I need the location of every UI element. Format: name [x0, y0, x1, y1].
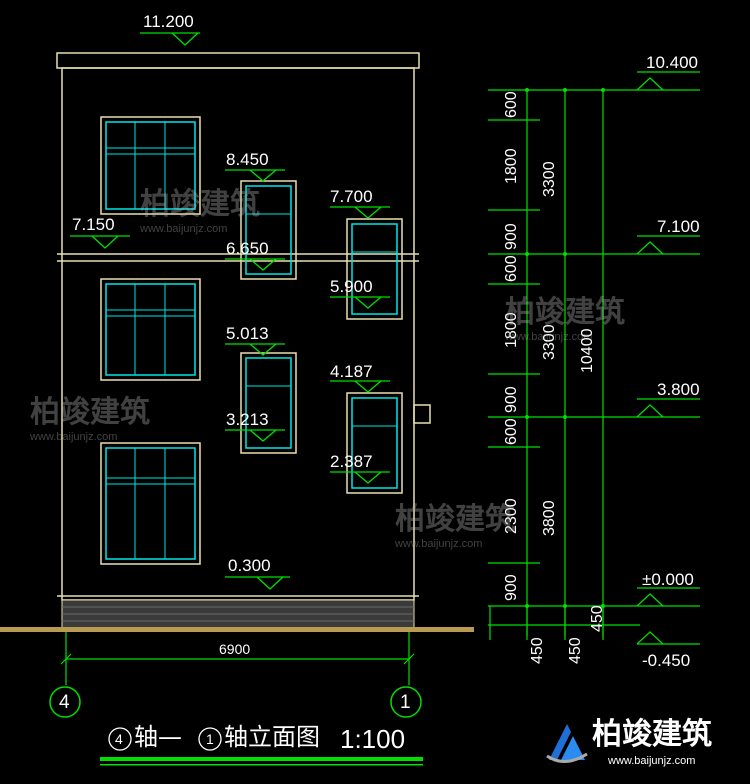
elev-7100: 7.100 [657, 217, 700, 236]
mark-w1-bottom: 6.650 [226, 239, 269, 258]
title-text-2: 轴立面图 [224, 723, 320, 751]
dim-width: 6900 [219, 641, 251, 657]
dim-col1: 1800 [503, 148, 520, 184]
mark-w4-bottom: 2.387 [330, 452, 373, 471]
dim-col1: 1800 [503, 312, 520, 348]
dim-col2: 3300 [541, 324, 558, 360]
dim-bottom: 450 [529, 637, 546, 664]
elev-ground: ±0.000 [642, 570, 694, 589]
dim-col1: 600 [503, 418, 520, 445]
window-small-a [240, 180, 297, 280]
title-axis-circles [108, 727, 222, 751]
title-text-1: 轴— [134, 723, 182, 751]
mark-w3-bottom: 3.213 [226, 410, 269, 429]
elev-top-right: 10.400 [646, 53, 698, 72]
mark-w4-top: 4.187 [330, 362, 373, 381]
dim-col2: 3300 [541, 161, 558, 197]
title-axis-right: 1 [206, 731, 214, 747]
roof-drain [413, 404, 431, 424]
title-underline [100, 757, 423, 766]
elev-outdoor: -0.450 [642, 651, 691, 670]
dim-col1: 900 [503, 386, 520, 413]
axis-circle-left [49, 686, 81, 718]
axis-label-left: 4 [59, 692, 70, 713]
corner-url: www.baijunjz.com [608, 755, 696, 767]
dim-col1: 900 [503, 574, 520, 601]
windows [100, 116, 403, 565]
mark-w2-bottom: 5.900 [330, 277, 373, 296]
window-large-1 [100, 116, 201, 215]
dimension-ticks [525, 88, 605, 608]
mark-w1-top: 8.450 [226, 150, 269, 169]
brick-plinth [61, 599, 415, 629]
elev-3800: 3.800 [657, 380, 700, 399]
dim-col3: 10400 [579, 328, 596, 374]
window-large-2 [100, 278, 201, 381]
elevation-markers [70, 32, 390, 590]
window-small-b [346, 218, 403, 320]
window-large-3 [100, 442, 201, 565]
axis-circle-right [390, 686, 422, 718]
ground-line [0, 627, 474, 632]
dim-col1: 2300 [503, 498, 520, 534]
dim-col2: 3800 [541, 500, 558, 536]
elev-roof: 11.200 [143, 12, 194, 31]
window-small-d [346, 392, 403, 494]
axis-label-right: 1 [400, 692, 411, 713]
axis-markers [49, 686, 422, 718]
dim-col1: 600 [503, 255, 520, 282]
dimension-chains [488, 71, 700, 645]
dim-bottom: 450 [567, 637, 584, 664]
dim-col1: 600 [503, 91, 520, 118]
elev-floor2: 7.150 [72, 215, 115, 234]
corner-brand: 柏竣建筑 [592, 717, 712, 752]
roof-parapet [56, 52, 420, 69]
dim-bottom: 450 [589, 605, 606, 632]
elev-base: 0.300 [228, 556, 271, 575]
width-dimension [60, 632, 415, 685]
mark-w3-top: 5.013 [226, 324, 269, 343]
title-axis-left: 4 [115, 731, 123, 747]
window-small-c [240, 352, 297, 454]
title-scale: 1:100 [340, 724, 406, 754]
dim-col1: 900 [503, 223, 520, 250]
mark-w2-top: 7.700 [330, 187, 373, 206]
